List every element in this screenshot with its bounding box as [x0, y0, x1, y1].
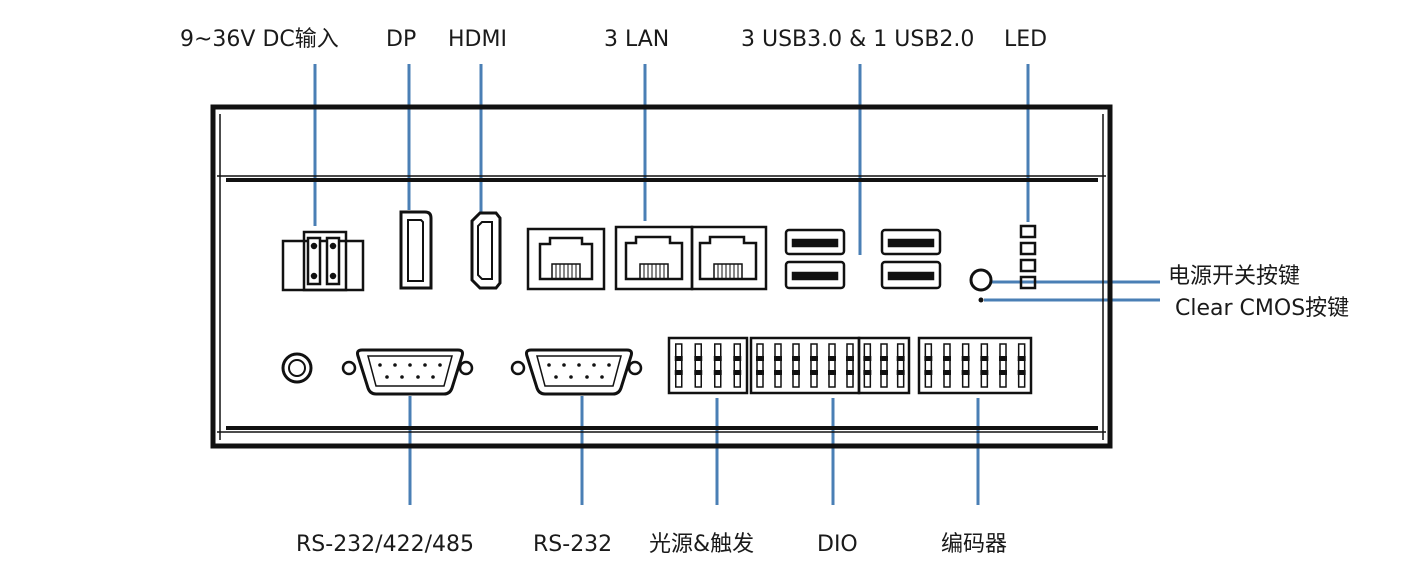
db9-port-rs-multi — [341, 348, 474, 396]
terminal-slot — [980, 343, 989, 388]
terminal-slot — [810, 343, 818, 388]
label-power-button: 电源开关按键 — [1168, 264, 1301, 289]
lan-port-2 — [614, 225, 694, 291]
terminal-screw — [980, 356, 989, 361]
terminal-screw — [924, 370, 933, 375]
terminal-screw — [961, 370, 970, 375]
terminal-screw — [792, 370, 800, 375]
terminal-screw — [694, 370, 703, 375]
terminal-screw — [733, 370, 742, 375]
terminal-slot — [1017, 343, 1026, 388]
label-light-trigger: 光源&触发 — [649, 532, 755, 557]
terminal-slot — [961, 343, 970, 388]
terminal-screw — [880, 356, 888, 361]
callout-lines — [313, 64, 1160, 505]
label-usb: 3 USB3.0 & 1 USB2.0 — [741, 27, 975, 52]
terminal-block-dio — [749, 336, 911, 395]
terminal-screw — [999, 356, 1007, 361]
terminal-screw — [828, 370, 836, 375]
terminal-screw — [774, 356, 782, 361]
terminal-screw — [943, 370, 951, 375]
terminal-slot — [714, 343, 722, 388]
terminal-screw — [896, 370, 905, 375]
label-dio: DIO — [817, 532, 858, 557]
dc-input-terminal — [281, 230, 365, 292]
terminal-screw — [774, 370, 782, 375]
terminal-screw — [1017, 370, 1026, 375]
terminal-slot — [792, 343, 800, 388]
label-encoder: 编码器 — [941, 532, 1008, 557]
terminal-screw — [846, 356, 854, 361]
terminal-slot — [880, 343, 888, 388]
terminal-screw — [846, 370, 854, 375]
terminal-screw — [694, 356, 703, 361]
terminal-screw — [980, 370, 989, 375]
terminal-screw — [943, 356, 951, 361]
usb-port-group-right — [880, 228, 942, 290]
terminal-screw — [713, 370, 722, 375]
terminal-screw — [713, 356, 722, 361]
lan-port-1 — [526, 227, 606, 291]
terminal-block-light-trigger — [667, 336, 749, 395]
terminal-screw — [863, 356, 872, 361]
label-dp: DP — [386, 27, 417, 52]
label-dc-input: 9~36V DC输入 — [180, 27, 339, 52]
terminal-screw — [733, 356, 742, 361]
terminal-screw — [999, 370, 1007, 375]
terminal-screw — [756, 356, 764, 361]
terminal-slot — [694, 343, 702, 388]
terminal-screw — [961, 356, 970, 361]
terminal-screw — [828, 356, 836, 361]
terminal-screw — [810, 370, 818, 375]
terminal-screw — [863, 370, 872, 375]
lan-port-3 — [690, 225, 768, 291]
terminal-screw — [674, 356, 683, 361]
terminal-screw — [1017, 356, 1026, 361]
label-rs-multi: RS-232/422/485 — [296, 532, 474, 557]
usb-port-group-left — [784, 228, 846, 290]
terminal-slot — [675, 343, 683, 388]
terminal-screw — [674, 370, 683, 375]
terminal-screw — [924, 356, 933, 361]
power-button — [969, 268, 993, 292]
terminal-slot — [863, 343, 872, 388]
terminal-screw — [810, 356, 818, 361]
led-indicators — [1019, 224, 1037, 290]
terminal-slot — [846, 343, 854, 388]
chassis — [210, 104, 1113, 449]
terminal-screw — [880, 370, 888, 375]
clear-cmos-button — [978, 297, 984, 303]
audio-jack — [281, 352, 313, 384]
label-rs232: RS-232 — [533, 532, 613, 557]
terminal-slot — [756, 343, 764, 388]
terminal-screw — [896, 356, 905, 361]
terminal-block-encoder — [917, 336, 1033, 395]
chassis-outline — [210, 104, 1113, 449]
dp-port — [399, 210, 433, 290]
db9-port-rs232 — [510, 348, 643, 396]
label-clear-cmos: Clear CMOS按键 — [1175, 296, 1350, 321]
terminal-slot — [924, 343, 933, 388]
hdmi-port — [470, 211, 502, 290]
label-hdmi: HDMI — [448, 27, 507, 52]
terminal-slot — [896, 343, 905, 388]
terminal-screw — [756, 370, 764, 375]
terminal-slot — [774, 343, 782, 388]
terminal-screw — [792, 356, 800, 361]
terminal-slot — [999, 343, 1007, 388]
label-led: LED — [1004, 27, 1048, 52]
terminal-pins — [674, 343, 1026, 388]
terminal-slot — [943, 343, 951, 388]
terminal-slot — [828, 343, 836, 388]
terminal-slot — [733, 343, 741, 388]
label-lan: 3 LAN — [604, 27, 670, 52]
